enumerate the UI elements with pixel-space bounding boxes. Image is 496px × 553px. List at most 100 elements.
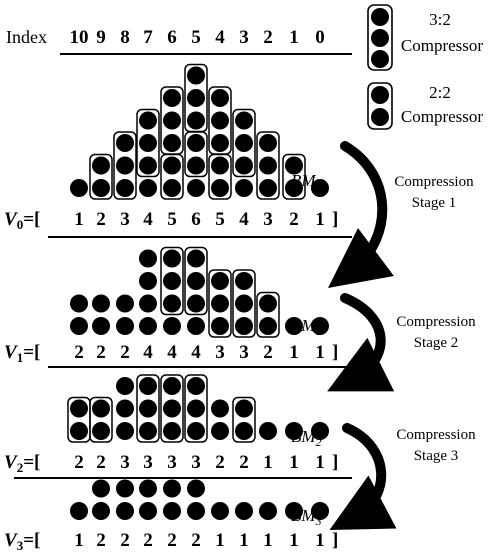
bit-dot (139, 479, 157, 498)
stage-2-arrow (327, 293, 395, 392)
count-value: 4 (191, 342, 201, 363)
bit-dot (311, 502, 329, 520)
bit-dot (259, 179, 277, 197)
legend-dot (371, 108, 389, 126)
stage-1-line1: Compression (394, 174, 474, 190)
bit-dot (92, 179, 110, 197)
count-value: 2 (96, 209, 106, 230)
count-value: 2 (120, 342, 130, 363)
column-index: 8 (120, 27, 130, 48)
bit-dot (139, 317, 157, 335)
bit-dot (163, 422, 181, 440)
bit-dot (92, 422, 110, 440)
bit-dot (285, 156, 303, 175)
bm2-dot-matrix (67, 374, 329, 443)
bit-dot (70, 422, 88, 440)
bit-dot (311, 179, 329, 197)
bit-dot (163, 294, 181, 313)
bit-dot (116, 377, 134, 395)
count-value: 1 (74, 530, 84, 551)
bit-dot (116, 502, 134, 520)
compressor-3-2-box (136, 108, 160, 178)
bit-dot (163, 377, 181, 395)
bit-dot (116, 134, 134, 152)
bit-dot (139, 156, 157, 175)
bit-dot (92, 317, 110, 335)
count-value: 1 (239, 530, 249, 551)
bit-dot (211, 317, 229, 335)
bit-dot (235, 179, 253, 197)
compressor-3-2-box (160, 374, 184, 443)
bit-dot (211, 156, 229, 175)
count-value: 2 (96, 452, 106, 473)
bm2-label: BM2 (291, 427, 322, 449)
count-value: 1 (215, 530, 225, 551)
bit-dot (187, 479, 205, 498)
bit-dot (70, 502, 88, 520)
count-value: 2 (289, 209, 299, 230)
bit-dot (116, 317, 134, 335)
compressor-3-2-box (232, 269, 256, 338)
count-value: 3 (263, 209, 273, 230)
column-index: 9 (96, 27, 106, 48)
legend-2-2-ratio: 2:2 (429, 83, 451, 102)
count-value: 2 (96, 342, 106, 363)
compressor-3-2-box (184, 374, 208, 443)
count-value: 2 (167, 530, 177, 551)
count-value: 2 (74, 452, 84, 473)
bit-dot (259, 502, 277, 520)
bit-dot (163, 156, 181, 175)
bit-dot (187, 134, 205, 152)
bit-dot (163, 134, 181, 152)
count-value: 1 (263, 530, 273, 551)
bit-dot (187, 272, 205, 290)
compressor-3-2-box (136, 374, 160, 443)
bit-dot (139, 134, 157, 152)
legend-3-2-word: Compressor (401, 36, 484, 55)
bit-dot (235, 134, 253, 152)
compressor-2-2-box (89, 153, 113, 200)
legend-2-2-compressor: 2:2 Compressor (367, 82, 484, 130)
compressor-3-2-box (256, 131, 280, 200)
compressor-2-2-box (232, 396, 256, 443)
bit-dot (163, 399, 181, 418)
bit-dot (187, 399, 205, 418)
count-value: 2 (263, 342, 273, 363)
stage-2-line2: Stage 2 (414, 335, 459, 351)
bit-dot (259, 156, 277, 175)
count-value: 4 (239, 209, 249, 230)
bit-dot (187, 66, 205, 85)
bm3-dot-matrix (70, 479, 329, 520)
count-value: 1 (315, 209, 325, 230)
bit-dot (235, 272, 253, 290)
v1-prefix: V1=[ (4, 342, 40, 365)
bit-dot (211, 272, 229, 290)
count-value: 3 (120, 452, 130, 473)
column-index: 2 (263, 27, 273, 48)
legend-2-2-word: Compressor (401, 107, 484, 126)
legend-2-2-box (367, 82, 393, 130)
compressor-2-2-box (256, 291, 280, 338)
bit-dot (187, 249, 205, 268)
v0-suffix: ] (332, 209, 338, 230)
bm1-label: BM1 (291, 316, 322, 338)
compressor-3-2-box (160, 246, 184, 316)
count-value: 2 (120, 530, 130, 551)
bit-dot (70, 179, 88, 197)
v1-suffix: ] (332, 342, 338, 363)
count-value: 1 (315, 452, 325, 473)
column-index: 6 (167, 27, 177, 48)
bit-dot (211, 111, 229, 130)
bit-dot (187, 111, 205, 130)
legend-dot (371, 29, 389, 47)
bit-dot (235, 399, 253, 418)
count-value: 2 (191, 530, 201, 551)
bm0-dot-matrix (70, 63, 329, 200)
compressor-3-2-box (208, 269, 232, 338)
compressor-2-2-box (160, 153, 184, 200)
bit-dot (163, 179, 181, 197)
bit-dot (235, 502, 253, 520)
